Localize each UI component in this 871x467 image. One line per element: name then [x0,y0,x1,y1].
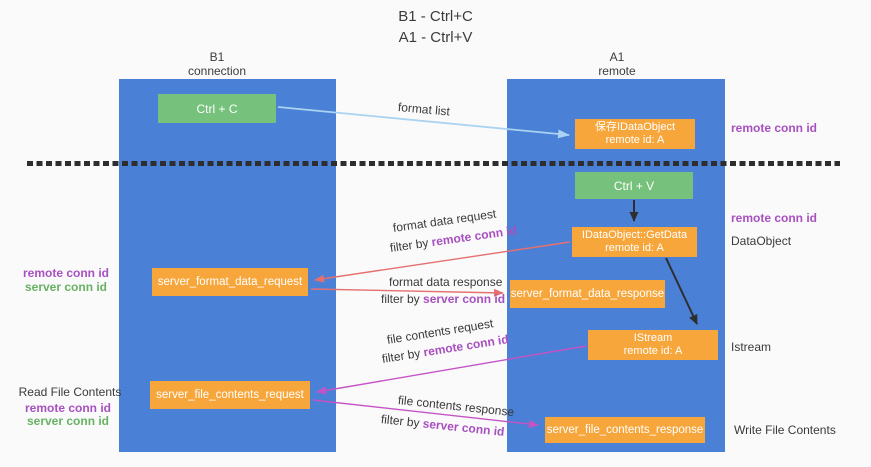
server-conn-id-text: server conn id [423,292,506,306]
lifeline-a1-name: A1 [609,50,625,64]
server-conn-id-text: server conn id [422,416,506,439]
ctrl-v-label: Ctrl + V [613,178,655,193]
istream-line1: IStream [633,332,673,344]
dashed-separator-line [27,161,840,166]
left-remote-conn-id-label-1: remote conn id [22,266,109,280]
server-format-data-response-label: server_format_data_response [510,287,665,300]
read-file-contents-label: Read File Contents [18,385,122,399]
lifeline-header-b1: B1 connection [157,50,277,78]
ctrl-v-box: Ctrl + V [575,172,693,199]
save-idataobject-box: 保存IDataObject remote id: A [575,119,695,149]
write-file-contents-label: Write File Contents [734,423,836,437]
filter-by-text: filter by [380,412,424,431]
ctrl-c-label: Ctrl + C [196,101,238,116]
left-server-conn-id-label-1: server conn id [24,280,108,294]
server-file-contents-request-label: server_file_contents_request [156,388,304,401]
server-file-contents-response-box: server_file_contents_response [545,417,705,443]
getdata-line1: IDataObject::GetData [581,229,688,241]
format-list-label: format list [397,100,451,119]
right-remote-conn-id-label-2: remote conn id [731,211,818,225]
format-data-response-label: format data response [389,275,503,289]
diagram-title: B1 - Ctrl+C A1 - Ctrl+V [0,6,871,48]
server-file-contents-response-label: server_file_contents_response [546,423,704,436]
lifeline-a1-subtitle: remote [598,64,636,78]
getdata-line2: remote id: A [605,242,664,254]
filter-by-text: filter by [389,235,433,255]
left-server-conn-id-label-2: server conn id [26,414,110,428]
left-remote-conn-id-label-2: remote conn id [24,401,111,415]
dataobject-label: DataObject [731,234,792,248]
server-format-data-request-box: server_format_data_request [152,268,308,296]
save-idataobject-line1: 保存IDataObject [594,121,676,133]
right-remote-conn-id-label-1: remote conn id [731,121,818,135]
server-file-contents-request-box: server_file_contents_request [150,381,310,409]
server-format-data-request-label: server_format_data_request [157,275,303,288]
filter-by-text: filter by [381,292,424,306]
save-idataobject-line2: remote id: A [605,134,665,146]
istream-box: IStream remote id: A [588,330,718,360]
filter-by-text: filter by [380,345,425,366]
server-format-data-response-box: server_format_data_response [510,280,665,308]
ctrl-c-box: Ctrl + C [158,94,276,123]
lifeline-header-a1: A1 remote [557,50,677,78]
getdata-box: IDataObject::GetData remote id: A [572,227,697,257]
lifeline-b1-name: B1 [209,50,225,64]
filter-by-server-conn-id-label-1: filter by server conn id [381,292,505,306]
lifeline-b1-subtitle: connection [187,64,247,78]
title-line-1: B1 - Ctrl+C [398,8,473,25]
istream-line2: remote id: A [623,345,683,357]
title-line-2: A1 - Ctrl+V [398,29,473,46]
istream-side-label: Istream [731,340,772,354]
